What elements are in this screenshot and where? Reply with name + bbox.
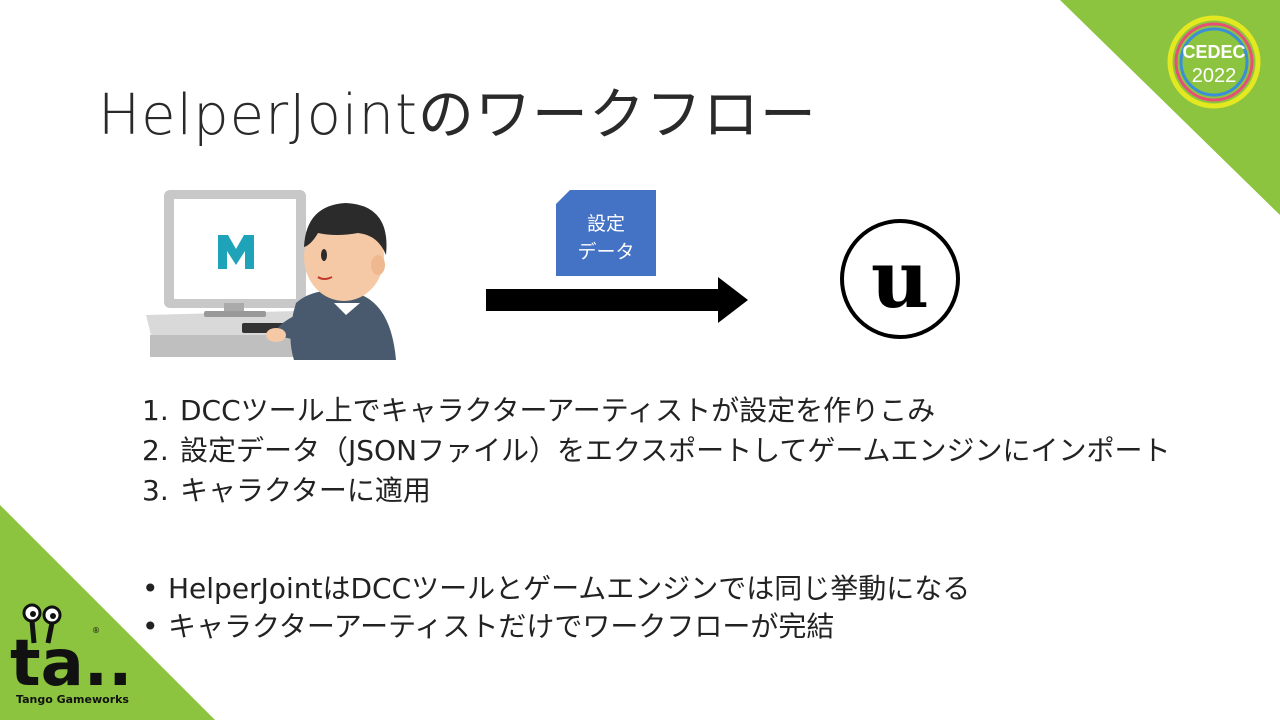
- monitor-base: [204, 311, 266, 317]
- corner-decoration-bottom-left: [0, 505, 215, 720]
- maya-app-icon: [218, 235, 254, 269]
- unreal-engine-logo-icon: u: [840, 219, 960, 339]
- workflow-step: 2. 設定データ（JSONファイル）をエクスポートしてゲームエンジンにインポート: [142, 433, 1242, 469]
- person-hair: [304, 203, 387, 255]
- artist-at-computer-illustration: [146, 190, 396, 360]
- corner-decoration-top-right: CEDEC 2022: [1060, 0, 1280, 215]
- person-body: [290, 290, 396, 360]
- bullet-mark: •: [142, 572, 159, 605]
- slide-title: HelperJointのワークフロー: [98, 83, 817, 148]
- step-text: キャラクターに適用: [180, 474, 431, 507]
- cedec-badge-line1: CEDEC: [1182, 42, 1245, 62]
- settings-data-document-icon: [556, 190, 656, 276]
- person-eye: [321, 249, 327, 261]
- workflow-steps-list: 1. DCCツール上でキャラクターアーティストが設定を作りこみ 2. 設定データ…: [142, 393, 1242, 513]
- summary-bullet: • HelperJointはDCCツールとゲームエンジンでは同じ挙動になる: [142, 570, 1242, 608]
- person-collar: [334, 303, 360, 315]
- settings-data-label: 設定 データ: [556, 210, 656, 266]
- summary-bullet-list: • HelperJointはDCCツールとゲームエンジンでは同じ挙動になる • …: [142, 570, 1242, 646]
- person-hand: [266, 328, 286, 342]
- tango-registered-mark: ®: [92, 626, 100, 635]
- bullet-text: HelperJointはDCCツールとゲームエンジンでは同じ挙動になる: [168, 572, 971, 605]
- monitor-stand: [224, 303, 244, 313]
- tango-logo-lettering: ta...: [10, 627, 138, 701]
- step-number: 3.: [142, 474, 169, 507]
- person-ear: [371, 255, 385, 275]
- company-name: Tango Gameworks: [16, 693, 129, 706]
- bullet-mark: •: [142, 610, 159, 643]
- cedec-badge-line2: 2022: [1192, 65, 1237, 87]
- step-number: 1.: [142, 394, 169, 427]
- settings-data-line2: データ: [577, 241, 635, 263]
- person-mouth: [317, 276, 333, 280]
- engine-logo-letter: u: [871, 232, 929, 326]
- bullet-text: キャラクターアーティストだけでワークフローが完結: [168, 610, 835, 643]
- right-arrow-icon: [486, 277, 748, 323]
- step-number: 2.: [142, 434, 169, 467]
- workflow-step: 3. キャラクターに適用: [142, 473, 1242, 509]
- workflow-step: 1. DCCツール上でキャラクターアーティストが設定を作りこみ: [142, 393, 1242, 429]
- settings-data-line1: 設定: [586, 213, 625, 235]
- step-text: DCCツール上でキャラクターアーティストが設定を作りこみ: [180, 394, 936, 427]
- tango-gameworks-logo-icon: ta... ®: [10, 603, 138, 701]
- cedec-badge-icon: [1167, 15, 1261, 109]
- summary-bullet: • キャラクターアーティストだけでワークフローが完結: [142, 608, 1242, 646]
- step-text: 設定データ（JSONファイル）をエクスポートしてゲームエンジンにインポート: [180, 434, 1171, 467]
